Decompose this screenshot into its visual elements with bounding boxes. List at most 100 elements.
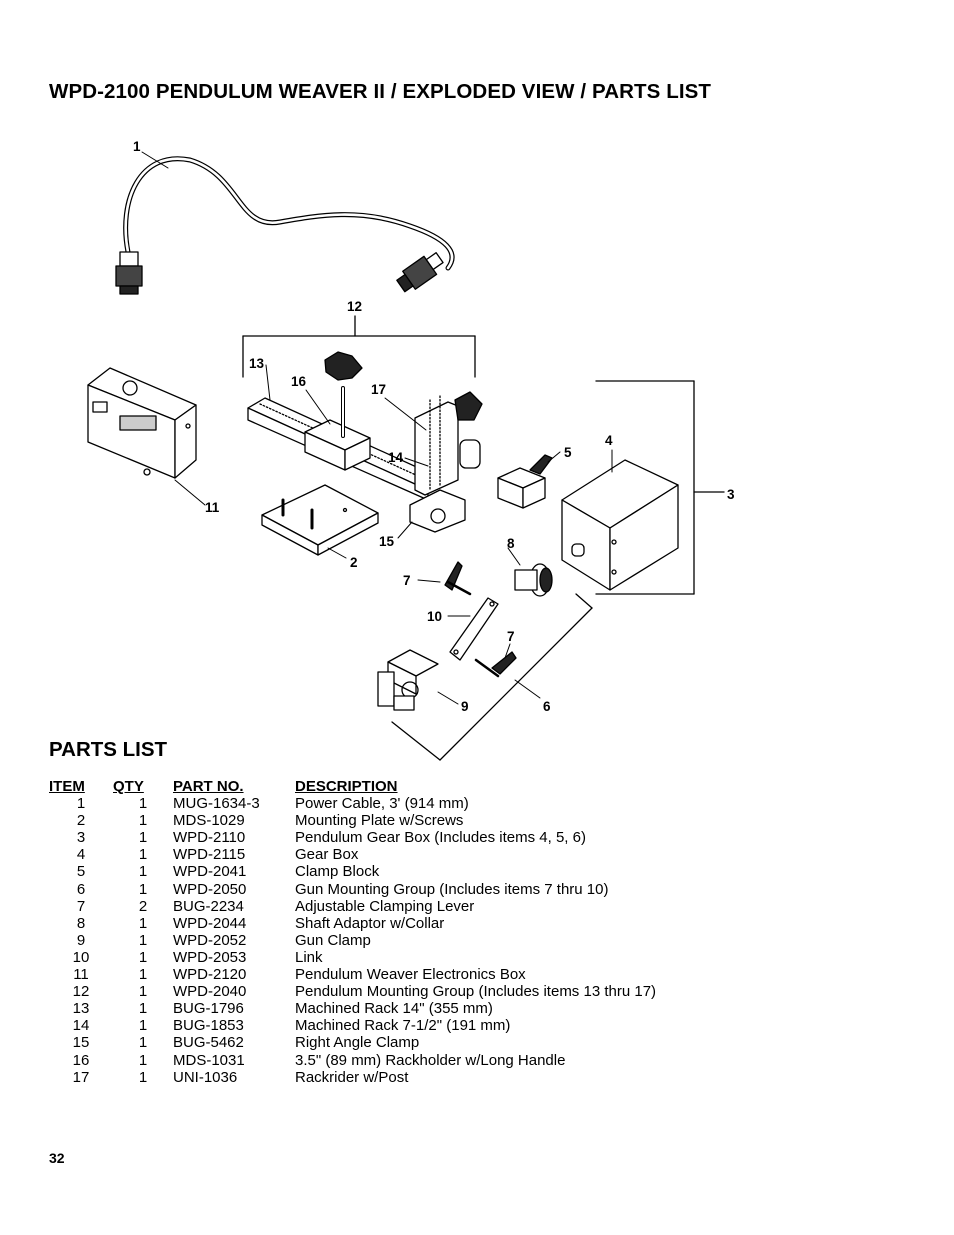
- cell-qty: 1: [138, 1068, 148, 1086]
- cell-item: 3: [76, 829, 86, 847]
- page-number: 32: [49, 1150, 65, 1166]
- cell-description: Gun Mounting Group (Includes items 7 thr…: [295, 880, 609, 898]
- cell-description: Gear Box: [295, 846, 359, 864]
- cell-item: 15: [72, 1034, 90, 1052]
- cell-part-no: BUG-1853: [173, 1017, 244, 1035]
- callout-17: 17: [371, 382, 386, 397]
- cell-qty: 1: [138, 983, 148, 1001]
- column-header-item: ITEM: [49, 778, 85, 795]
- callout-5: 5: [564, 445, 572, 460]
- cell-qty: 1: [138, 863, 148, 881]
- cell-item: 6: [76, 880, 86, 898]
- cell-description: Clamp Block: [295, 863, 380, 881]
- cell-item: 17: [72, 1068, 90, 1086]
- callout-2: 2: [350, 555, 358, 570]
- cell-item: 4: [76, 846, 86, 864]
- cell-qty: 1: [138, 914, 148, 932]
- clamping-lever-drawing: [444, 561, 517, 678]
- cell-description: Right Angle Clamp: [295, 1034, 420, 1052]
- table-row: 3 1 WPD-2110 Pendulum Gear Box (Includes it…: [49, 829, 656, 846]
- cell-qty: 1: [138, 829, 148, 847]
- cell-description: 3.5" (89 mm) Rackholder w/Long Handle: [295, 1051, 566, 1069]
- cell-item: 11: [73, 966, 89, 984]
- callout-leaders: [141, 151, 613, 705]
- cell-part-no: UNI-1036: [173, 1068, 238, 1086]
- cell-description: Mounting Plate w/Screws: [295, 812, 464, 830]
- cell-part-no: WPD-2052: [173, 931, 247, 949]
- parts-list-heading: PARTS LIST: [49, 738, 168, 761]
- cell-description: Pendulum Gear Box (Includes items 4, 5, …: [295, 829, 586, 847]
- callout-4: 4: [605, 433, 613, 448]
- gun-clamp-drawing: [377, 649, 439, 711]
- callout-16: 16: [291, 374, 307, 389]
- cell-part-no: WPD-2040: [173, 983, 247, 1001]
- callout-10: 10: [427, 609, 442, 624]
- cell-item: 14: [72, 1017, 90, 1035]
- cell-qty: 1: [138, 1034, 148, 1052]
- cell-qty: 1: [138, 1000, 148, 1018]
- gear-box-drawing: [561, 459, 679, 591]
- cell-part-no: MUG-1634-3: [173, 795, 260, 813]
- cell-part-no: BUG-2234: [173, 897, 244, 915]
- cell-part-no: WPD-2115: [173, 846, 246, 864]
- power-cable-drawing: [115, 156, 455, 295]
- callout-14: 14: [388, 450, 404, 465]
- cell-part-no: MDS-1029: [173, 812, 245, 830]
- cell-item: 8: [76, 914, 86, 932]
- cell-description: Shaft Adaptor w/Collar: [295, 914, 445, 932]
- table-row: 8 1 WPD-2044 Shaft Adaptor w/Collar: [49, 915, 656, 932]
- cell-qty: 1: [138, 966, 148, 984]
- gun-mounting-bracket: [391, 593, 593, 761]
- callout-11: 11: [205, 500, 220, 515]
- cell-description: Machined Rack 7-1/2" (191 mm): [295, 1017, 511, 1035]
- cell-part-no: WPD-2044: [173, 914, 247, 932]
- cell-qty: 1: [138, 1017, 148, 1035]
- table-row: 17 1 UNI-1036 Rackrider w/Post: [49, 1069, 656, 1086]
- page-title: WPD-2100 PENDULUM WEAVER II / EXPLODED V…: [49, 80, 712, 103]
- callout-15: 15: [379, 534, 395, 549]
- clamp-block-drawing: [497, 454, 553, 509]
- cell-part-no: WPD-2110: [173, 829, 246, 847]
- cell-item: 9: [76, 931, 86, 949]
- cell-part-no: WPD-2120: [173, 966, 247, 984]
- exploded-view-diagram: 1 12 13 16 17 14 4 5 3 11 15 8 2 7 10 7 …: [87, 139, 735, 761]
- column-header-description: DESCRIPTION: [295, 778, 398, 795]
- table-row: 4 1 WPD-2115 Gear Box: [49, 846, 656, 863]
- cell-qty: 1: [138, 846, 148, 864]
- cell-description: Power Cable, 3' (914 mm): [295, 795, 469, 813]
- mounting-plate-drawing: [261, 484, 379, 556]
- callout-7a: 7: [403, 573, 411, 588]
- cell-qty: 1: [138, 795, 148, 813]
- parts-table-header: ITEM QTY PART NO. DESCRIPTION: [49, 778, 656, 795]
- cell-item: 7: [76, 897, 86, 915]
- electronics-box-drawing: [87, 367, 197, 479]
- cell-part-no: BUG-5462: [173, 1034, 244, 1052]
- link-drawing: [449, 597, 499, 661]
- rack-assembly-drawing: [247, 351, 483, 533]
- cell-qty: 1: [138, 948, 148, 966]
- column-header-part-no: PART NO.: [173, 778, 244, 795]
- cell-part-no: BUG-1796: [173, 1000, 244, 1018]
- callout-12: 12: [347, 299, 362, 314]
- table-row: 15 1 BUG-5462 Right Angle Clamp: [49, 1034, 656, 1051]
- callout-3: 3: [727, 487, 735, 502]
- mounting-group-bracket: [242, 315, 476, 378]
- cell-item: 10: [72, 948, 90, 966]
- cell-part-no: WPD-2041: [173, 863, 247, 881]
- cell-item: 5: [76, 863, 86, 881]
- callout-7b: 7: [507, 629, 515, 644]
- cell-description: Rackrider w/Post: [295, 1068, 409, 1086]
- cell-part-no: WPD-2053: [173, 948, 247, 966]
- cell-description: Pendulum Weaver Electronics Box: [295, 966, 526, 984]
- column-header-qty: QTY: [113, 778, 144, 795]
- cell-qty: 1: [138, 812, 148, 830]
- table-row: 14 1 BUG-1853 Machined Rack 7-1/2" (191 mm): [49, 1017, 656, 1034]
